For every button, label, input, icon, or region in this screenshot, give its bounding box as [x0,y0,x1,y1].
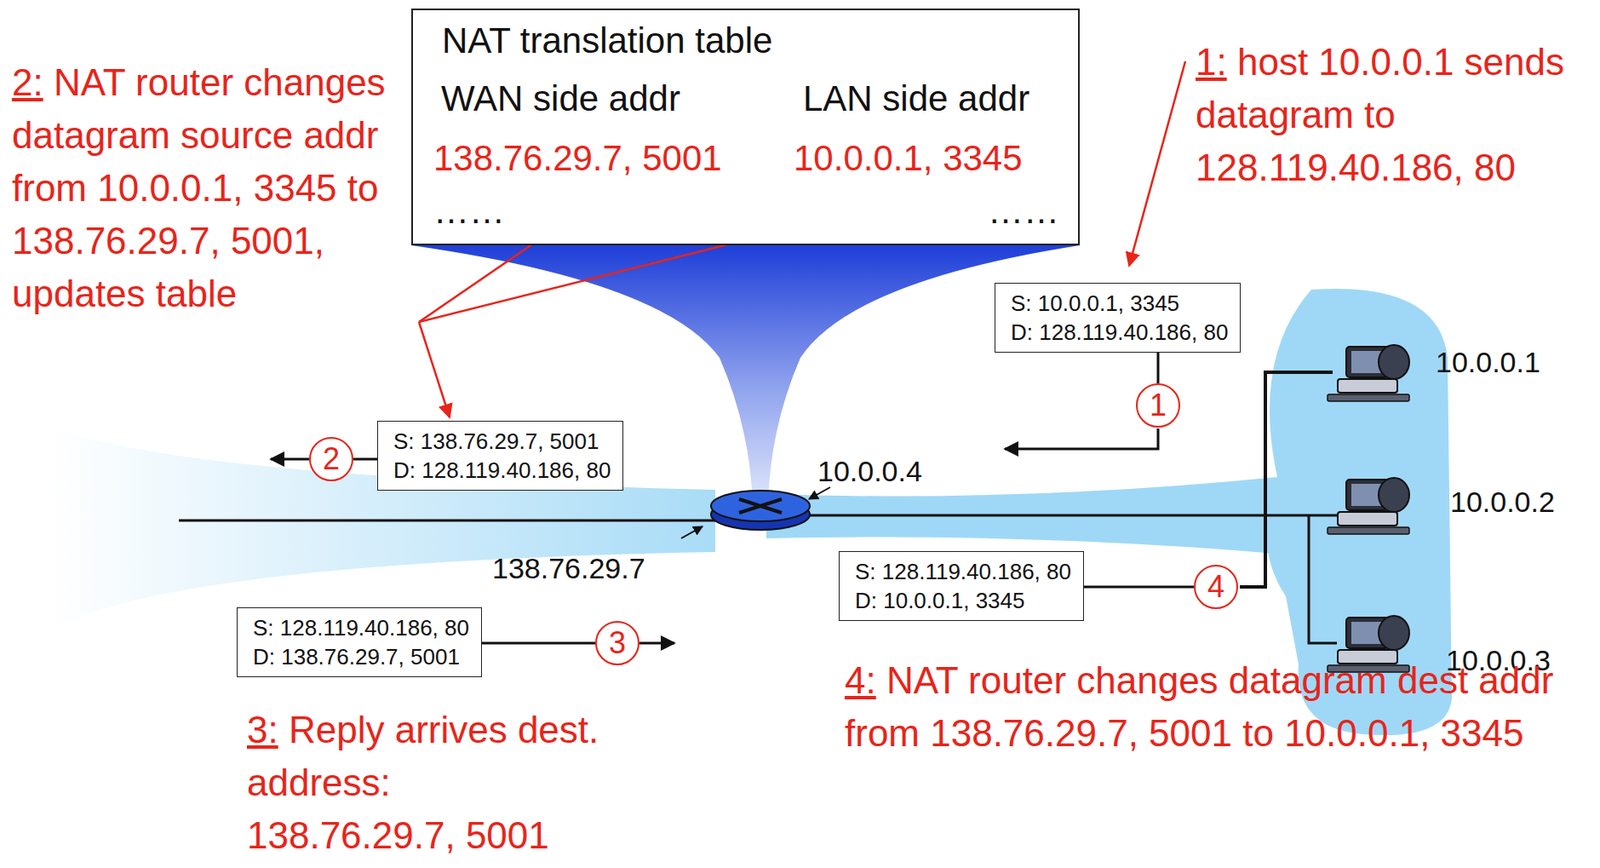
callout-connector [1083,585,1194,589]
callout-connector [1157,352,1160,384]
datagram-field: D: 10.0.0.1, 3345 [854,585,1072,615]
callout-connector [353,458,378,461]
datagram-box: S: 128.119.40.186, 80D: 138.76.29.7, 500… [236,607,482,677]
datagram-field: D: 128.119.40.186, 80 [393,455,611,485]
host-address: 10.0.0.2 [1450,485,1555,519]
step-annotation: 3: Reply arrives dest. address: 138.76.2… [246,703,605,862]
callout-text: 3 [608,625,626,661]
datagram-box: S: 138.76.29.7, 5001D: 128.119.40.186, 8… [377,420,624,491]
step-number: 3: [246,708,279,751]
step-number: 4: [844,659,877,701]
datagram-field: S: 10.0.0.1, 3345 [1010,288,1228,318]
table-cell: 138.76.29.7, 5001 [433,137,723,179]
step-text: Reply arrives dest. address: 138.76.29.7… [246,708,599,856]
step-number: 1: [1195,40,1228,83]
callout-number: 1 [1135,383,1181,428]
step-annotation: 2: NAT router changes datagram source ad… [11,56,387,321]
datagram-field: D: 138.76.29.7, 5001 [252,642,470,671]
datagram-box: S: 10.0.0.1, 3345D: 128.119.40.186, 80 [994,282,1241,353]
callout-number: 2 [309,436,354,482]
callout-connector [481,642,596,645]
callout-number: 4 [1193,564,1239,609]
table-cell: …… [433,190,505,232]
table-header: WAN side addr [441,78,681,120]
datagram-field: S: 128.119.40.186, 80 [854,556,1072,586]
callout-number: 3 [595,620,640,666]
step-text: NAT router changes datagram dest addr fr… [844,659,1554,754]
host-address: 10.0.0.1 [1435,345,1541,379]
table-header: LAN side addr [802,78,1030,120]
interface-address: 138.76.29.7 [492,551,646,585]
step-text: host 10.0.0.1 sends datagram to 128.119.… [1195,40,1565,189]
datagram-field: S: 128.119.40.186, 80 [252,613,470,643]
datagram-field: S: 138.76.29.7, 5001 [393,426,611,456]
translation-table: NAT translation table [411,8,1080,246]
callout-text: 2 [322,441,340,477]
step-text: NAT router changes datagram source addr … [11,61,386,315]
step-annotation: 4: NAT router changes datagram dest addr… [844,653,1586,760]
interface-address: 10.0.0.4 [817,454,923,488]
step-number: 2: [11,61,44,104]
callout-text: 1 [1149,387,1167,424]
table-title: NAT translation table [441,20,1079,62]
table-cell: …… [987,190,1060,232]
step-annotation: 1: host 10.0.0.1 sends datagram to 128.1… [1195,35,1595,195]
table-cell: 10.0.0.1, 3345 [793,137,1023,179]
datagram-field: D: 128.119.40.186, 80 [1010,317,1228,347]
datagram-box: S: 128.119.40.186, 80D: 10.0.0.1, 3345 [838,550,1084,621]
callout-text: 4 [1207,568,1225,605]
